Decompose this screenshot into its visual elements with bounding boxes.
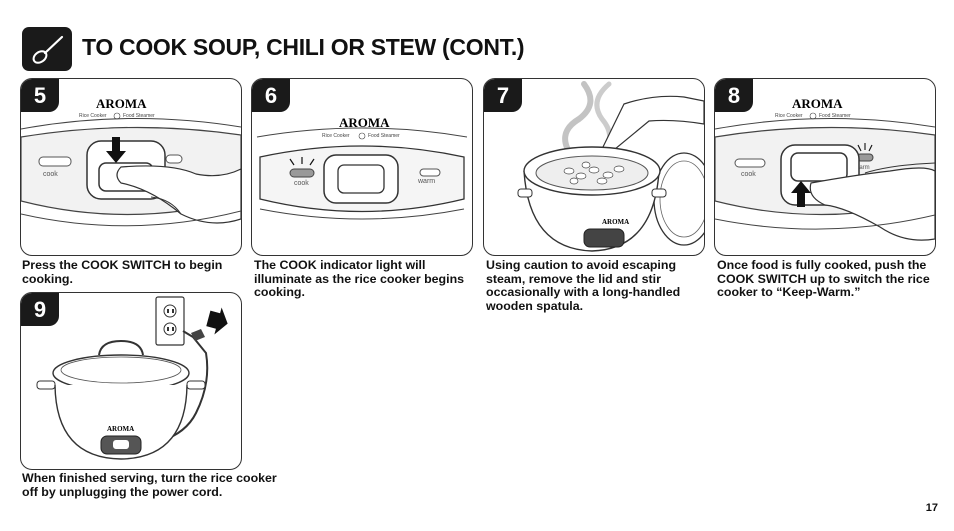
food-steamer-label: Food Steamer (819, 113, 851, 119)
warm-label: warm (417, 178, 435, 185)
brand-logo: AROMA (107, 425, 134, 433)
spoon-icon (22, 27, 72, 71)
step-9-caption: When finished serving, turn the rice coo… (22, 471, 277, 499)
step-number: 9 (21, 293, 59, 326)
rice-cooker-label: Rice Cooker (79, 113, 107, 119)
step-5-caption: Press the COOK SWITCH to begin cooking. (22, 258, 223, 286)
food-steamer-label: Food Steamer (368, 133, 400, 139)
brand-logo: AROMA (792, 96, 843, 111)
step-5-illustration: 5 AROMA Rice Cooker Food Steamer cook (20, 78, 242, 256)
brand-logo: AROMA (602, 218, 629, 226)
brand-logo: AROMA (96, 96, 147, 111)
food-steamer-label: Food Steamer (123, 113, 155, 119)
step-9-illustration: 9 AROMA (20, 292, 242, 470)
cook-label: cook (43, 171, 58, 178)
step-8-caption: Once food is fully cooked, push the COOK… (717, 258, 930, 299)
cook-label: cook (741, 171, 756, 178)
page-title: TO COOK SOUP, CHILI OR STEW (CONT.) (82, 34, 525, 60)
warm-label: warm (854, 165, 870, 171)
step-number: 6 (252, 79, 290, 112)
rice-cooker-label: Rice Cooker (322, 133, 350, 139)
step-number: 5 (21, 79, 59, 112)
brand-logo: AROMA (339, 115, 390, 130)
page-number: 17 (925, 502, 938, 514)
step-number: 8 (715, 79, 753, 112)
rice-cooker-label: Rice Cooker (775, 113, 803, 119)
step-7-illustration: 7 AROMA (483, 78, 705, 256)
step-6-caption: The COOK indicator light will illuminate… (254, 258, 465, 299)
step-number: 7 (484, 79, 522, 112)
step-7-caption: Using caution to avoid escaping steam, r… (486, 258, 681, 313)
step-6-illustration: 6 AROMA Rice Cooker Food Steamer cook wa… (251, 78, 473, 256)
step-8-illustration: 8 AROMA Rice Cooker Food Steamer cook wa… (714, 78, 936, 256)
cook-label: cook (294, 180, 309, 187)
